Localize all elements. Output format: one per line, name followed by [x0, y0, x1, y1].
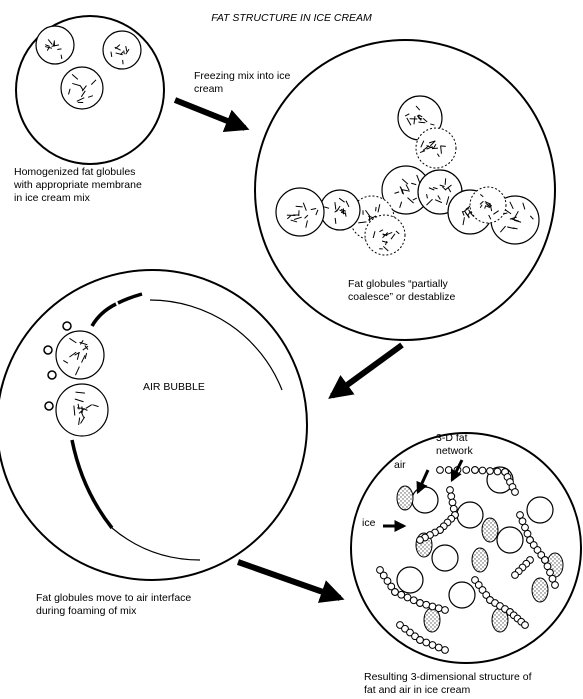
- fat-chain-bead: [551, 581, 559, 589]
- fat-chain-bead: [521, 621, 529, 629]
- foaming-caption: Fat globules move to air interface durin…: [36, 592, 192, 617]
- fat-chain-bead: [409, 596, 418, 605]
- fat-chain-bead: [511, 488, 519, 496]
- fat-chain-bead: [462, 466, 471, 474]
- arrow-freezing: [173, 97, 250, 133]
- fat-chain-bead: [511, 571, 519, 579]
- fat-chain-bead: [441, 646, 449, 654]
- fat-chain-bead: [422, 600, 431, 609]
- fat-globule: [275, 187, 325, 237]
- fat-network-label: 3-D fat network: [436, 432, 473, 457]
- protein-bead: [44, 401, 54, 411]
- fat-chain-bead: [416, 599, 424, 607]
- protein-bead: [62, 321, 72, 331]
- fat-chain-bead: [383, 577, 392, 585]
- result-caption: Resulting 3-dimensional structure of fat…: [364, 671, 532, 696]
- fat-globule: [60, 66, 104, 110]
- fat-chain-bead: [441, 606, 449, 614]
- air-cell: [448, 581, 476, 609]
- fat-chain-bead: [428, 602, 437, 611]
- fat-chain-bead: [397, 590, 406, 599]
- fat-chain-bead: [448, 498, 457, 507]
- stage-homogenized-circle: [15, 15, 165, 165]
- fat-globule: [55, 330, 105, 380]
- air-cell: [431, 544, 459, 572]
- fat-chain-bead: [387, 582, 396, 591]
- fat-globule: [55, 383, 109, 437]
- fat-chain-bead: [416, 536, 424, 544]
- ice-crystal: [396, 485, 414, 511]
- arrow-to-result: [237, 559, 345, 603]
- fat-chain-bead: [444, 466, 453, 474]
- fat-globule: [319, 189, 361, 231]
- fat-chain-bead: [379, 571, 388, 580]
- arrow-to-foaming: [328, 342, 404, 399]
- fat-globule: [415, 127, 457, 169]
- fat-chain-bead: [493, 467, 502, 476]
- ice-crystal: [531, 577, 549, 603]
- fat-globule: [35, 25, 75, 65]
- fat-chain-bead: [434, 604, 443, 613]
- air-label: air: [394, 459, 406, 471]
- freezing-caption: Freezing mix into ice cream: [194, 70, 291, 95]
- fat-globule: [364, 214, 406, 256]
- homogenized-caption: Homogenized fat globules with appropriat…: [14, 166, 142, 204]
- diagram-title: FAT STRUCTURE IN ICE CREAM: [211, 12, 372, 24]
- ice-label: ice: [362, 517, 376, 529]
- air-cell: [456, 501, 484, 529]
- stage-coalesced-circle: [254, 39, 556, 341]
- fat-network-pointer-arrow: [450, 459, 464, 483]
- fat-chain-bead: [471, 466, 479, 474]
- fat-chain-bead: [446, 486, 454, 494]
- protein-bead: [47, 370, 57, 380]
- fat-chain-bead: [403, 593, 412, 602]
- stage-air-bubble-circle: [0, 269, 308, 581]
- air-cell: [526, 496, 554, 524]
- fat-globule: [102, 30, 142, 70]
- air-bubble-label: AIR BUBBLE: [143, 381, 205, 393]
- protein-bead: [43, 345, 53, 355]
- fat-chain-bead: [478, 466, 487, 475]
- fat-chain-bead: [376, 566, 384, 574]
- air-pointer-arrow: [416, 469, 430, 495]
- air-cell: [396, 566, 424, 594]
- fat-chain-bead: [391, 588, 399, 596]
- air-cell: [496, 526, 524, 554]
- fat-chain-bead: [486, 467, 494, 475]
- fat-globule: [469, 186, 507, 224]
- stage-3d-structure-circle: [350, 432, 582, 664]
- ice-crystal: [481, 517, 499, 543]
- fat-chain-bead: [449, 504, 458, 513]
- ice-crystal: [471, 547, 489, 573]
- fat-chain-bead: [447, 492, 456, 501]
- fat-chain-bead: [436, 466, 444, 474]
- coalesce-caption: Fat globules “partially coalesce” or des…: [348, 278, 456, 303]
- air-cell: [411, 486, 439, 514]
